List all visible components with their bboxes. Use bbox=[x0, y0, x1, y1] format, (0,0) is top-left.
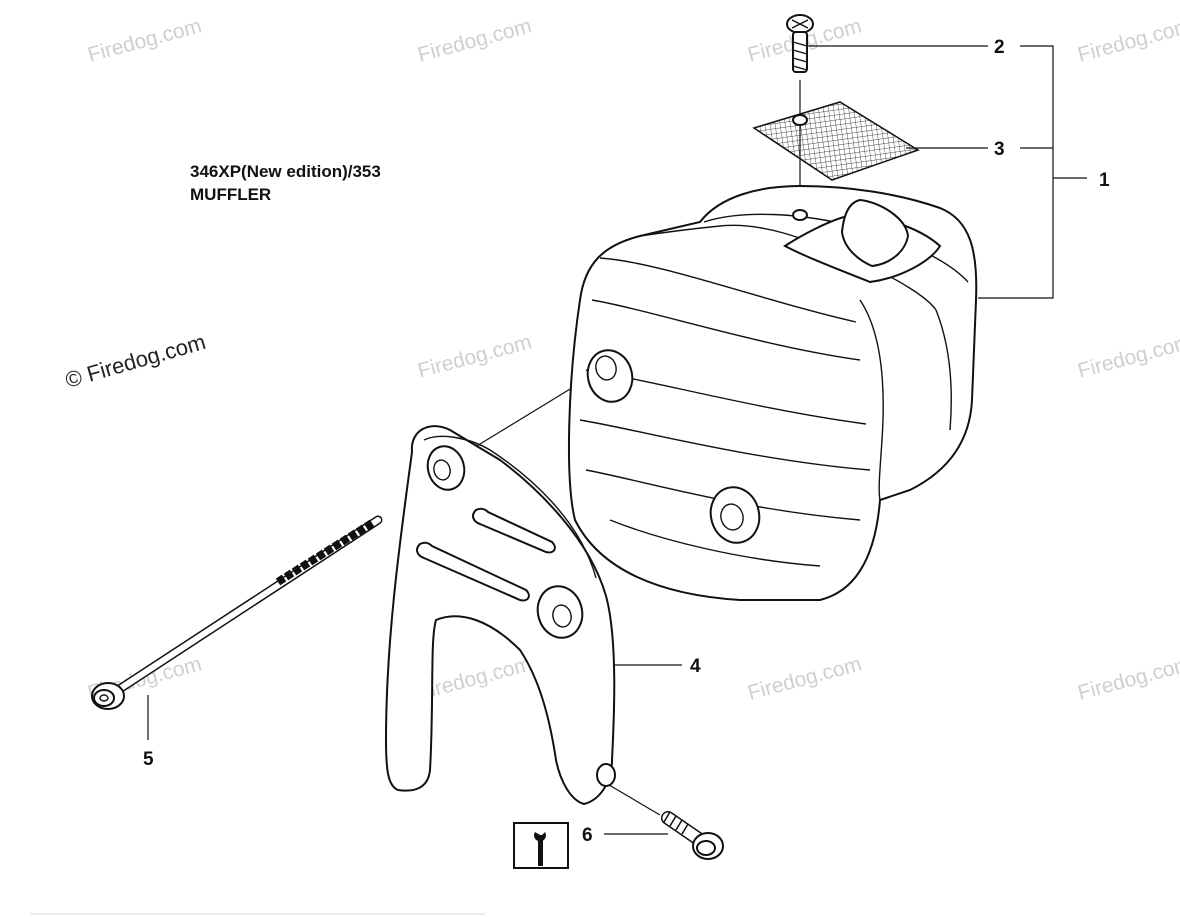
watermark-text: Firedog.com bbox=[1075, 14, 1180, 66]
callout-5: 5 bbox=[143, 749, 154, 770]
callout-2: 2 bbox=[994, 37, 1005, 58]
diagram-title-section: MUFFLER bbox=[190, 185, 272, 204]
watermark-main: © Firedog.com bbox=[62, 329, 208, 393]
callout-6: 6 bbox=[582, 825, 593, 846]
diagram-title-model: 346XP(New edition)/353 bbox=[190, 162, 381, 181]
watermark-text: Firedog.com bbox=[1075, 652, 1180, 704]
screw-part-2 bbox=[786, 14, 814, 73]
bolt-part-5 bbox=[91, 515, 383, 710]
watermark-text: Firedog.com bbox=[1075, 330, 1180, 382]
screw-part-6 bbox=[661, 811, 724, 860]
watermark-text: Firedog.com bbox=[85, 14, 204, 66]
watermark-text: Firedog.com bbox=[415, 14, 534, 66]
service-info-icon bbox=[513, 822, 569, 869]
mesh-screen-part-3 bbox=[752, 101, 920, 181]
watermark-text: Firedog.com bbox=[745, 652, 864, 704]
callout-4: 4 bbox=[690, 656, 701, 677]
bracket-part-4 bbox=[384, 425, 616, 806]
muffler-part-1 bbox=[567, 184, 978, 601]
callout-3: 3 bbox=[994, 139, 1005, 160]
callout-1: 1 bbox=[1099, 170, 1110, 191]
watermark-text: Firedog.com bbox=[415, 330, 534, 382]
